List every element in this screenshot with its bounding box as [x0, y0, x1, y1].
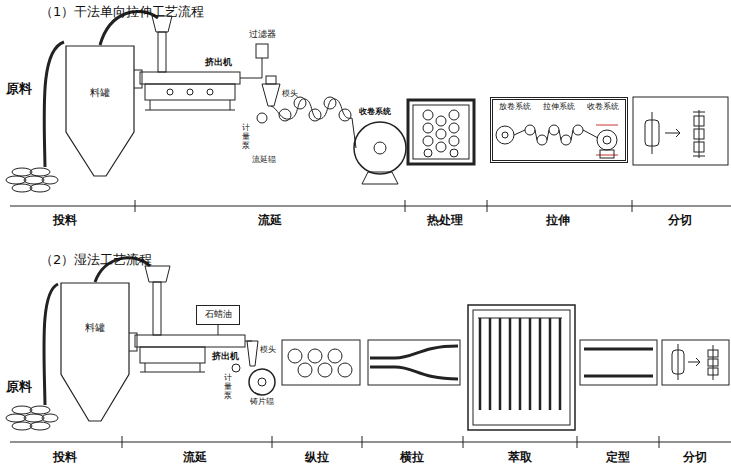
material-label: 原料: [6, 82, 32, 96]
stage-label: 横拉: [400, 451, 424, 464]
equipment-label: 过滤器: [249, 30, 276, 40]
equipment-label: 模头: [260, 346, 276, 355]
stage-label: 流延: [258, 214, 282, 227]
stage-label: 流延: [183, 451, 207, 464]
stage-label: 分切: [683, 451, 707, 464]
equipment-label: 挤出机: [205, 58, 232, 68]
equipment-label: 流延辊: [252, 156, 276, 165]
stage-label: 投料: [53, 451, 77, 464]
equipment-label: 铸片辊: [250, 398, 274, 407]
hopper-tank: 料罐: [60, 282, 130, 422]
tank-label: 石蜡油: [205, 310, 232, 320]
oil-tank-box: 石蜡油: [196, 305, 240, 325]
stage-label: 纵拉: [305, 451, 329, 464]
stretch-unit-box: 放卷系统 拉伸系统 收卷系统: [490, 97, 628, 163]
hopper-outline: [60, 282, 130, 422]
unit-label: 拉伸系统: [543, 103, 575, 112]
stage-label: 投料: [53, 214, 77, 227]
tank-label: 料罐: [65, 87, 135, 98]
equipment-label: 挤出机: [212, 352, 239, 362]
section-heading: （1）干法单向拉伸工艺流程: [40, 5, 204, 19]
section-heading: （2）湿法工艺流程: [40, 253, 152, 267]
unit-label: 放卷系统: [499, 103, 531, 112]
stage-label: 萃取: [508, 451, 532, 464]
equipment-label: 计量泵: [242, 124, 250, 150]
stage-label: 分切: [668, 214, 692, 227]
hopper-outline: [65, 45, 135, 177]
stage-label: 热处理: [427, 214, 463, 227]
stage-label: 拉伸: [546, 214, 570, 227]
tank-label: 料罐: [60, 322, 130, 333]
unit-label: 收卷系统: [587, 103, 619, 112]
equipment-label: 计量泵: [224, 374, 232, 400]
stage-label: 定型: [606, 451, 630, 464]
equipment-label: 模头: [282, 90, 298, 99]
equipment-label: 收卷系统: [359, 108, 391, 117]
material-label: 原料: [6, 380, 32, 394]
hopper-tank: 料罐: [65, 45, 135, 177]
